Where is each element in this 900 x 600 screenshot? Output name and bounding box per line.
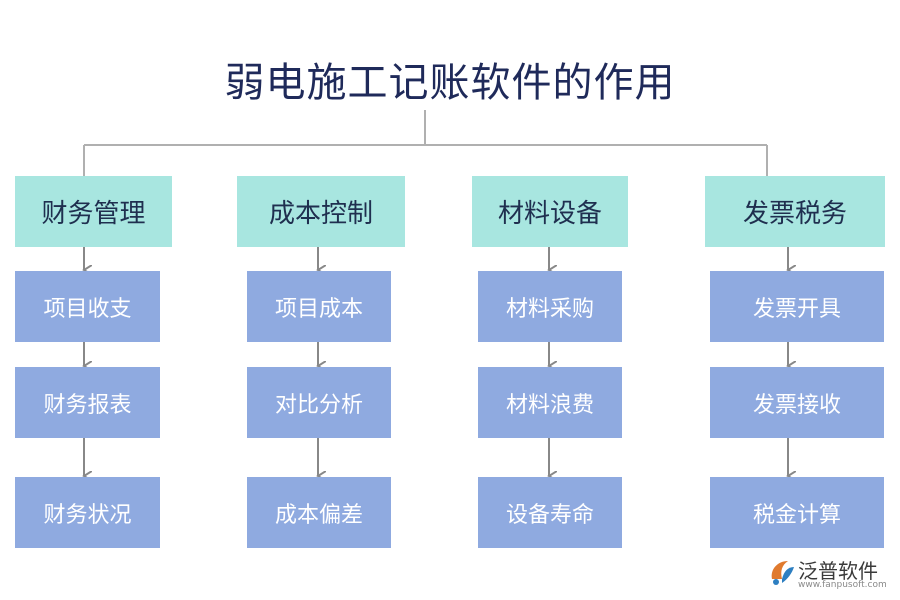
item-box-project-income: 项目收支	[15, 271, 160, 342]
category-box-cost-control: 成本控制	[237, 176, 405, 247]
watermark-brand: 泛普软件	[798, 559, 878, 583]
category-box-finance: 财务管理	[15, 176, 172, 247]
page-title: 弱电施工记账软件的作用	[224, 60, 676, 106]
item-box-financial-status: 财务状况	[15, 477, 160, 548]
fanpu-logo-icon	[771, 561, 794, 585]
category-box-invoice-tax: 发票税务	[705, 176, 885, 247]
item-box-invoice-receive: 发票接收	[710, 367, 884, 438]
watermark-url: www.fanpusoft.com	[798, 580, 887, 590]
item-box-financial-report: 财务报表	[15, 367, 160, 438]
item-box-equipment-life: 设备寿命	[478, 477, 622, 548]
watermark-logo: 泛普软件 www.fanpusoft.com	[768, 553, 893, 593]
item-box-material-purchase: 材料采购	[478, 271, 622, 342]
item-box-cost-deviation: 成本偏差	[247, 477, 391, 548]
item-box-comparison: 对比分析	[247, 367, 391, 438]
item-box-tax-calc: 税金计算	[710, 477, 884, 548]
item-box-project-cost: 项目成本	[247, 271, 391, 342]
category-box-materials: 材料设备	[472, 176, 628, 247]
item-box-material-waste: 材料浪费	[478, 367, 622, 438]
item-box-invoice-issue: 发票开具	[710, 271, 884, 342]
